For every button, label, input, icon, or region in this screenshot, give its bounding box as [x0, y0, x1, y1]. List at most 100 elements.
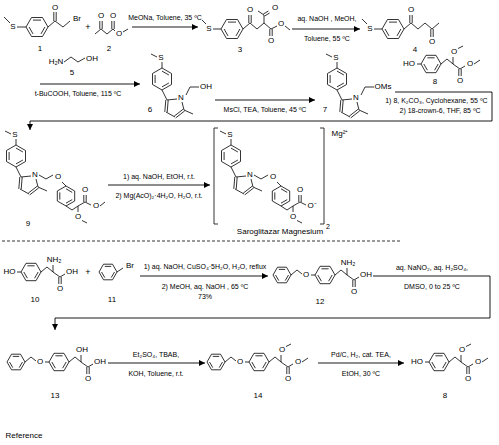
reaction-arrow [140, 276, 268, 277]
compound-number: 2 [106, 45, 111, 53]
compound-number: 1 [37, 45, 42, 53]
reaction-arrow [30, 92, 492, 130]
atom-label: O [271, 4, 278, 12]
atom-label: O [289, 213, 296, 221]
atom-label: OMs [374, 83, 392, 91]
atom-label: Reference [5, 432, 43, 440]
atom-label: S [158, 54, 164, 62]
reagent-text: KOH, Toluene, r.t. [128, 370, 184, 377]
reagent-text: 73% [197, 293, 212, 300]
compound-number: 8 [432, 78, 437, 86]
atom-label: OH [66, 268, 79, 276]
atom-label: OH [76, 346, 89, 354]
compound-number: 7 [322, 106, 327, 114]
reagent-text: DMSO, 0 to 25 ºC [404, 283, 461, 290]
compound: 4 [360, 4, 497, 54]
compound-number: 10 [30, 296, 40, 304]
atom-label: Br [126, 262, 135, 270]
reagent-text: Toluene, 55 ºC [304, 35, 351, 42]
compound: 14 [205, 330, 318, 402]
atom-label: O [74, 213, 81, 221]
atom-label: O [54, 173, 61, 181]
compound-number: 14 [253, 392, 263, 400]
reaction-arrow [318, 363, 404, 364]
reagent-text: 1) aq. NaOH, CuSO₄·5H₂O, H₂O, reflux [143, 263, 267, 270]
compound-number: 8 [442, 392, 447, 400]
atom-label: O [350, 288, 357, 296]
reagent-text: EtOH, 30 ºC [341, 370, 380, 377]
atom-label: NH₂ [340, 259, 356, 267]
compound: 8 [404, 330, 497, 402]
atom-label: S [206, 25, 212, 33]
atom-label: Br [73, 15, 82, 23]
atom-label: O [456, 77, 463, 85]
atom-label: O⁻ [307, 202, 317, 210]
reaction-arrow [55, 276, 490, 330]
atom-label: N [178, 94, 185, 102]
compound: 9 [2, 130, 108, 232]
atom-label: N [247, 171, 254, 179]
atom-label: O [428, 38, 435, 46]
atom-label: O [277, 20, 284, 28]
atom-label: O [466, 60, 473, 68]
compound-number: 9 [25, 220, 30, 228]
atom-label: S [227, 131, 233, 139]
atom-label: O [458, 346, 465, 354]
compound-number: 13 [50, 392, 60, 400]
compound-number: 4 [412, 46, 417, 54]
atom-label: OH [94, 358, 107, 366]
structure-bonds [4, 11, 488, 374]
plus-sign: + [85, 23, 91, 32]
atom-label: HO [3, 268, 16, 276]
plus-sign: + [85, 268, 91, 277]
atom-label: OH [200, 83, 213, 91]
atom-label: S [12, 131, 18, 139]
atom-label: O [36, 358, 43, 366]
compound-number: 6 [147, 106, 152, 114]
atom-label: O [407, 6, 414, 14]
atom-label: O [84, 375, 91, 383]
compound: 12 [268, 250, 372, 308]
atom-label: O [92, 202, 99, 210]
atom-label: NH₂ [46, 256, 62, 264]
atom-label: O [269, 173, 276, 181]
atom-label: S [333, 54, 339, 62]
reaction-arrow [108, 363, 205, 364]
atom-label: OH [86, 55, 99, 63]
reaction-arrow [292, 29, 360, 30]
compound-number: 5 [69, 69, 74, 77]
atom-label: O [474, 358, 481, 366]
reagent-text: MeONa, Toluene, 35 ºC [128, 14, 203, 21]
reagent-text: 1) aq. NaOH, EtOH, r.t. [123, 173, 196, 180]
compound-number: 12 [315, 298, 325, 306]
atom-label: O [284, 375, 291, 383]
compound: 13 [2, 330, 108, 402]
atom-label: N [353, 94, 360, 102]
compound-number: 3 [237, 46, 242, 54]
atom-label: O [109, 12, 116, 20]
compound-number: 11 [107, 296, 116, 304]
atom-label: OH [360, 271, 373, 279]
reaction-arrow [108, 185, 210, 186]
atom-label: O [236, 358, 243, 366]
divider [2, 241, 400, 242]
compound: 5 [40, 52, 122, 84]
reagent-text: 2) Mg(AcO)₂·4H₂O, H₂O, r.t. [115, 192, 203, 199]
atom-label: O [51, 4, 58, 12]
atom-label: O [246, 6, 253, 14]
atom-label: O [115, 30, 122, 38]
compound: 10 [2, 250, 82, 308]
reagent-text: Et₂SO₄, TBAB, [132, 351, 179, 358]
reaction-arrow [40, 84, 140, 85]
reagent-text: Pd/C, H₂, cat. TEA, [331, 351, 392, 358]
atom-label: O [97, 12, 104, 20]
reagent-text: 2 [326, 223, 331, 230]
compound: Saroglitazar Magnesium [210, 126, 350, 238]
atom-label: S [10, 23, 16, 31]
atom-label: O [81, 186, 88, 194]
reagent-text: 1) 8, K₂CO₃, Cyclohexane, 55 ºC [385, 97, 488, 104]
bracket [214, 128, 324, 224]
atom-label: O [267, 37, 274, 45]
atom-label: O [56, 285, 63, 293]
reagent-text: aq. NaNO₂, aq. H₂SO₄, [395, 264, 468, 271]
